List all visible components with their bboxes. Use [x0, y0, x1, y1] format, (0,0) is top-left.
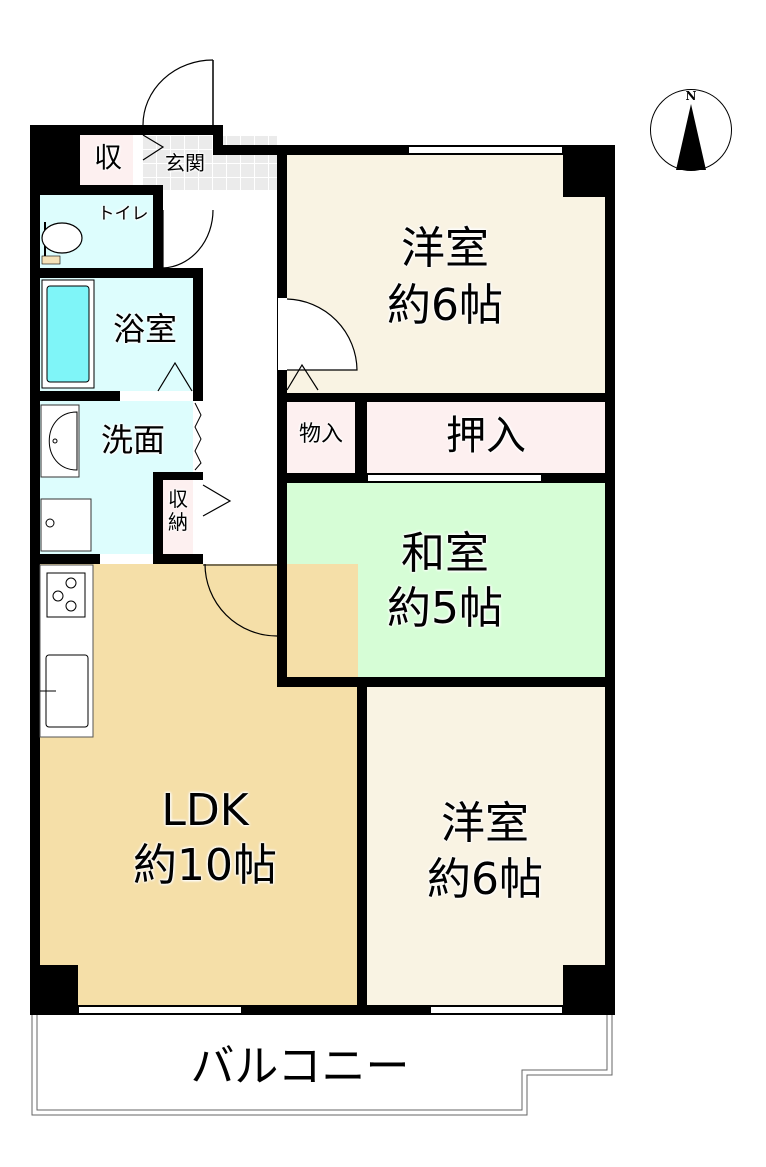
room-size-japanese: 約5帖 [387, 583, 503, 634]
wall [30, 268, 203, 278]
wall [153, 554, 203, 564]
room-label-toilet: トイレ [97, 204, 149, 224]
room-size-western-2: 約6帖 [427, 854, 543, 905]
wall [153, 472, 203, 480]
window [408, 146, 563, 154]
window [78, 1006, 242, 1014]
wall [30, 391, 120, 401]
room-label-western-1: 洋室 [401, 223, 489, 274]
wall [153, 185, 163, 268]
wall [30, 1005, 615, 1015]
ldk-upper [200, 564, 277, 684]
wall [605, 145, 615, 1015]
wall [277, 677, 613, 687]
compass [650, 89, 732, 171]
closet-oshiire [367, 402, 605, 473]
room-label-balcony: バルコニー [190, 1041, 410, 1092]
wall [277, 393, 613, 402]
storage-wash [163, 480, 193, 554]
compass-north-label: N [685, 89, 697, 103]
wall [30, 554, 100, 564]
wall [153, 472, 163, 564]
wall [357, 677, 367, 1012]
room-size-ldk: 約10帖 [133, 840, 277, 891]
room-label-storage-entry: 収 [93, 141, 122, 174]
room-label-ldk: LDK [161, 785, 249, 836]
room-label-japanese: 和室 [401, 528, 489, 579]
wall [30, 125, 80, 195]
room-label-storage-wash: 収 納 [168, 487, 188, 534]
room-label-closet-oshiire: 押入 [446, 413, 526, 459]
entrance-tiles [142, 135, 277, 190]
wall [355, 393, 367, 483]
wall [30, 185, 160, 195]
room-label-western-2: 洋室 [441, 798, 529, 849]
window [430, 1006, 563, 1014]
sliding-door [367, 474, 542, 482]
hallway [200, 190, 277, 564]
room-label-closet-small: 物入 [298, 422, 343, 447]
room-size-western-1: 約6帖 [387, 280, 503, 331]
closet-small [287, 402, 355, 473]
storage-entry [80, 135, 133, 185]
wall [30, 125, 222, 135]
wall [30, 125, 40, 1015]
room-label-bath: 浴室 [112, 310, 177, 348]
wall [277, 145, 287, 685]
wall [213, 125, 223, 149]
wall [193, 268, 203, 401]
room-label-washroom: 洗面 [100, 421, 165, 459]
pillar [563, 145, 613, 197]
western-room-2 [367, 687, 605, 1005]
room-label-entrance: 玄関 [165, 151, 205, 175]
